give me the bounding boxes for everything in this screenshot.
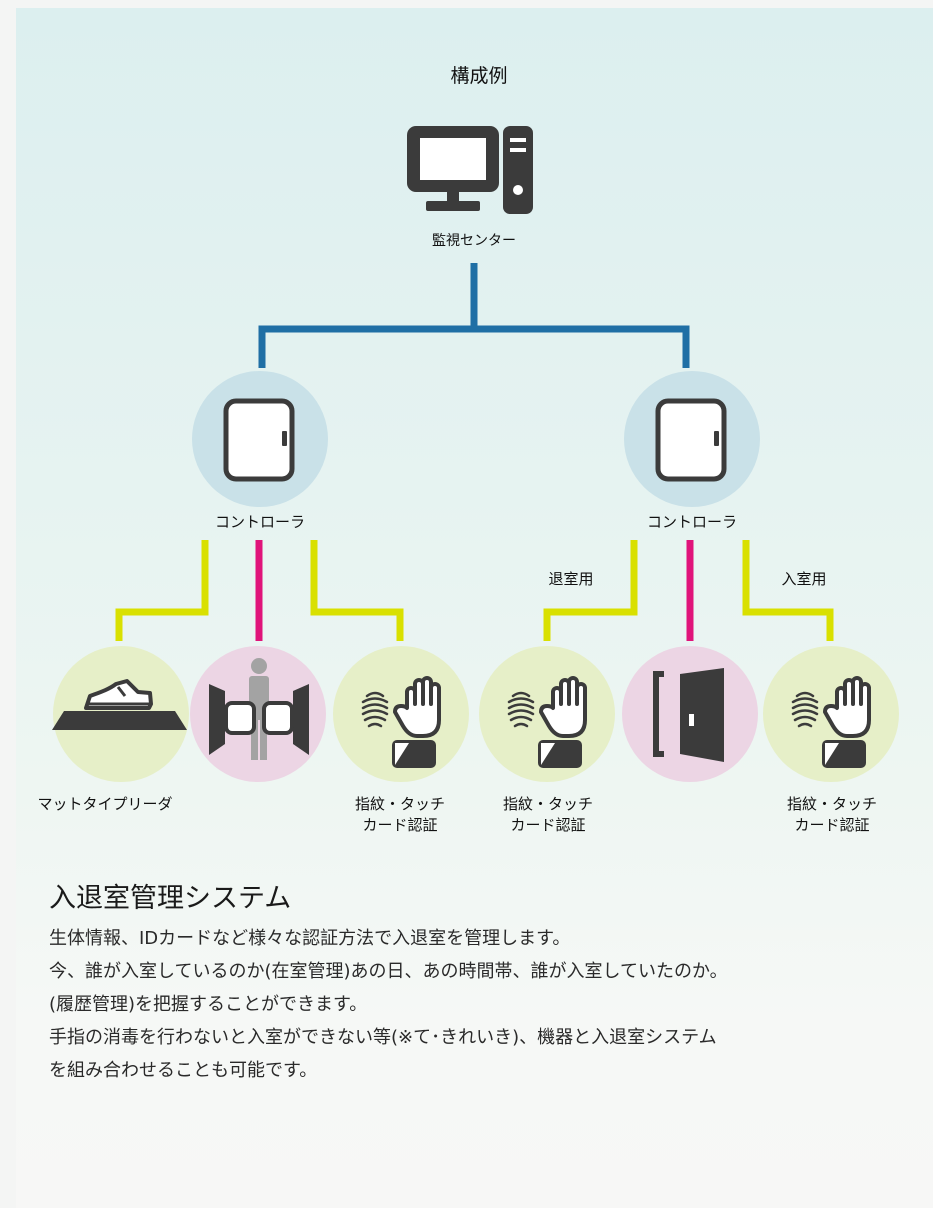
device-label-line: 指紋・タッチ xyxy=(786,795,878,813)
fingerprint-touch-card-icon xyxy=(479,646,615,782)
mat-reader-icon xyxy=(52,646,189,782)
device-label: 指紋・タッチ カード認証 xyxy=(355,794,445,836)
controller-left-icon xyxy=(192,371,328,507)
flap-gate-icon xyxy=(190,646,326,782)
right-branch-lines xyxy=(543,540,834,641)
system-configuration-diagram xyxy=(52,126,899,782)
device-label-line: カード認証 xyxy=(362,816,438,834)
device-label-line: 指紋・タッチ xyxy=(354,795,446,813)
left-branch-lines xyxy=(115,540,404,641)
description-line: 手指の消毒を行わないと入室ができない等(※て･きれいき)、機器と入退室システム xyxy=(49,1027,717,1048)
monitor-computer-icon xyxy=(407,126,533,214)
device-label: マットタイプリーダ xyxy=(37,795,173,813)
door-icon xyxy=(622,646,758,782)
device-label: 指紋・タッチ カード認証 xyxy=(787,794,877,836)
fingerprint-touch-card-icon xyxy=(333,646,469,782)
description-line: を組み合わせることも可能です。 xyxy=(49,1060,318,1081)
description-line: 生体情報、IDカードなど様々な認証方法で入退室を管理します。 xyxy=(49,928,571,949)
fingerprint-touch-card-icon xyxy=(763,646,899,782)
entry-branch-label: 入室用 xyxy=(781,570,827,588)
device-label-line: 指紋・タッチ xyxy=(502,795,594,813)
section-description: 生体情報、IDカードなど様々な認証方法で入退室を管理します。 今、誰が入室してい… xyxy=(49,922,909,1087)
center-connection-lines xyxy=(258,263,690,368)
controller-left-label: コントローラ xyxy=(214,513,306,531)
device-label: 指紋・タッチ カード認証 xyxy=(503,794,593,836)
description-line: (履歴管理)を把握することができます。 xyxy=(49,994,368,1015)
center-label: 監視センター xyxy=(432,233,516,249)
controller-right-icon xyxy=(624,371,760,507)
description-line: 今、誰が入室しているのか(在室管理)あの日、あの時間帯、誰が入室していたのか。 xyxy=(49,961,728,982)
section-heading: 入退室管理システム xyxy=(49,883,292,914)
exit-branch-label: 退室用 xyxy=(548,570,594,588)
device-label-line: カード認証 xyxy=(510,816,586,834)
device-label-line: カード認証 xyxy=(794,816,870,834)
controller-right-label: コントローラ xyxy=(646,513,738,531)
diagram-title: 構成例 xyxy=(450,65,508,87)
content-panel: 構成例 監視センター コントローラ コントローラ 退室用 入室用 マットタイプリ… xyxy=(16,8,933,1208)
